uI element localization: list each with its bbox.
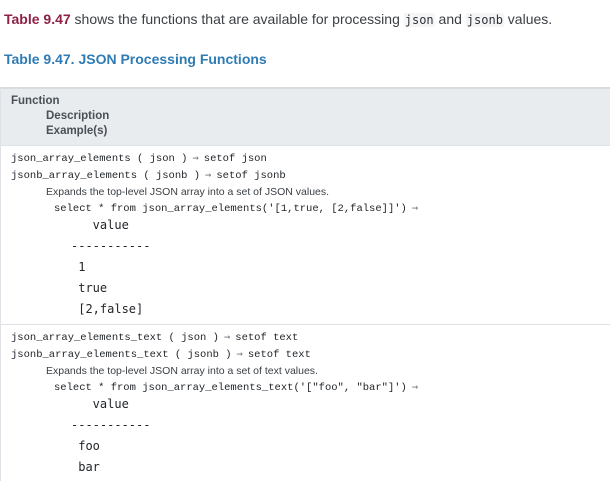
function-name: jsonb_array_elements ( jsonb ) xyxy=(11,170,201,182)
arrow-right-icon: → xyxy=(205,169,212,181)
header-description: Description xyxy=(46,110,110,122)
return-type: setof jsonb xyxy=(216,170,286,182)
table-row: json_array_elements ( json )→setof json … xyxy=(1,145,610,324)
header-examples: Example(s) xyxy=(46,125,108,137)
arrow-right-icon: → xyxy=(411,202,419,214)
intro-text-3: values. xyxy=(503,11,553,27)
return-type: setof text xyxy=(247,349,311,361)
arrow-right-icon: → xyxy=(236,348,243,360)
function-description: Expands the top-level JSON array into a … xyxy=(46,365,318,377)
function-name: json_array_elements ( json ) xyxy=(11,153,188,165)
function-signature: jsonb_array_elements_text ( jsonb ) → seto… xyxy=(11,346,602,363)
inline-code-jsonb: jsonb xyxy=(465,13,504,27)
inline-code-json: json xyxy=(403,13,435,27)
function-description: Expands the top-level JSON array into a … xyxy=(46,186,330,198)
example-query: select * from json_array_elements_text('… xyxy=(54,379,602,396)
intro-text-1: shows the functions that are available f… xyxy=(70,11,404,27)
query-code: select * from json_array_elements_text('… xyxy=(54,382,407,394)
header-function: Function xyxy=(11,95,60,107)
example-output: value ----------- 1 true [2,false] xyxy=(71,218,151,316)
function-name: jsonb_array_elements_text ( jsonb ) xyxy=(11,349,232,361)
function-signature: json_array_elements ( json ) → setof json xyxy=(11,150,602,167)
table-row: json_array_elements_text ( json ) → setof … xyxy=(1,324,610,481)
function-signature: json_array_elements_text ( json ) → setof … xyxy=(11,329,602,346)
table-caption: Table 9.47. JSON Processing Functions xyxy=(4,51,267,67)
arrow-right-icon: → xyxy=(223,331,231,343)
table-header: Function Description Example(s) xyxy=(1,89,610,145)
intro-paragraph: Table 9.47 shows the functions that are … xyxy=(4,9,610,30)
arrow-right-icon: → xyxy=(411,381,419,393)
table-9-47-link[interactable]: Table 9.47 xyxy=(4,11,71,27)
example-output: value ----------- foo bar xyxy=(71,397,151,474)
intro-text-2: and xyxy=(434,11,466,27)
return-type: setof json xyxy=(203,153,267,165)
function-name: json_array_elements_text ( json ) xyxy=(11,332,219,344)
json-processing-functions-table: Function Description Example(s) json_arr… xyxy=(0,87,610,481)
query-code: select * from json_array_elements('[1,tr… xyxy=(54,203,407,215)
arrow-right-icon: → xyxy=(192,152,199,164)
example-query: select * from json_array_elements('[1,tr… xyxy=(54,200,602,217)
return-type: setof text xyxy=(235,332,299,344)
function-signature: jsonb_array_elements ( jsonb ) → setof jso… xyxy=(11,167,602,184)
